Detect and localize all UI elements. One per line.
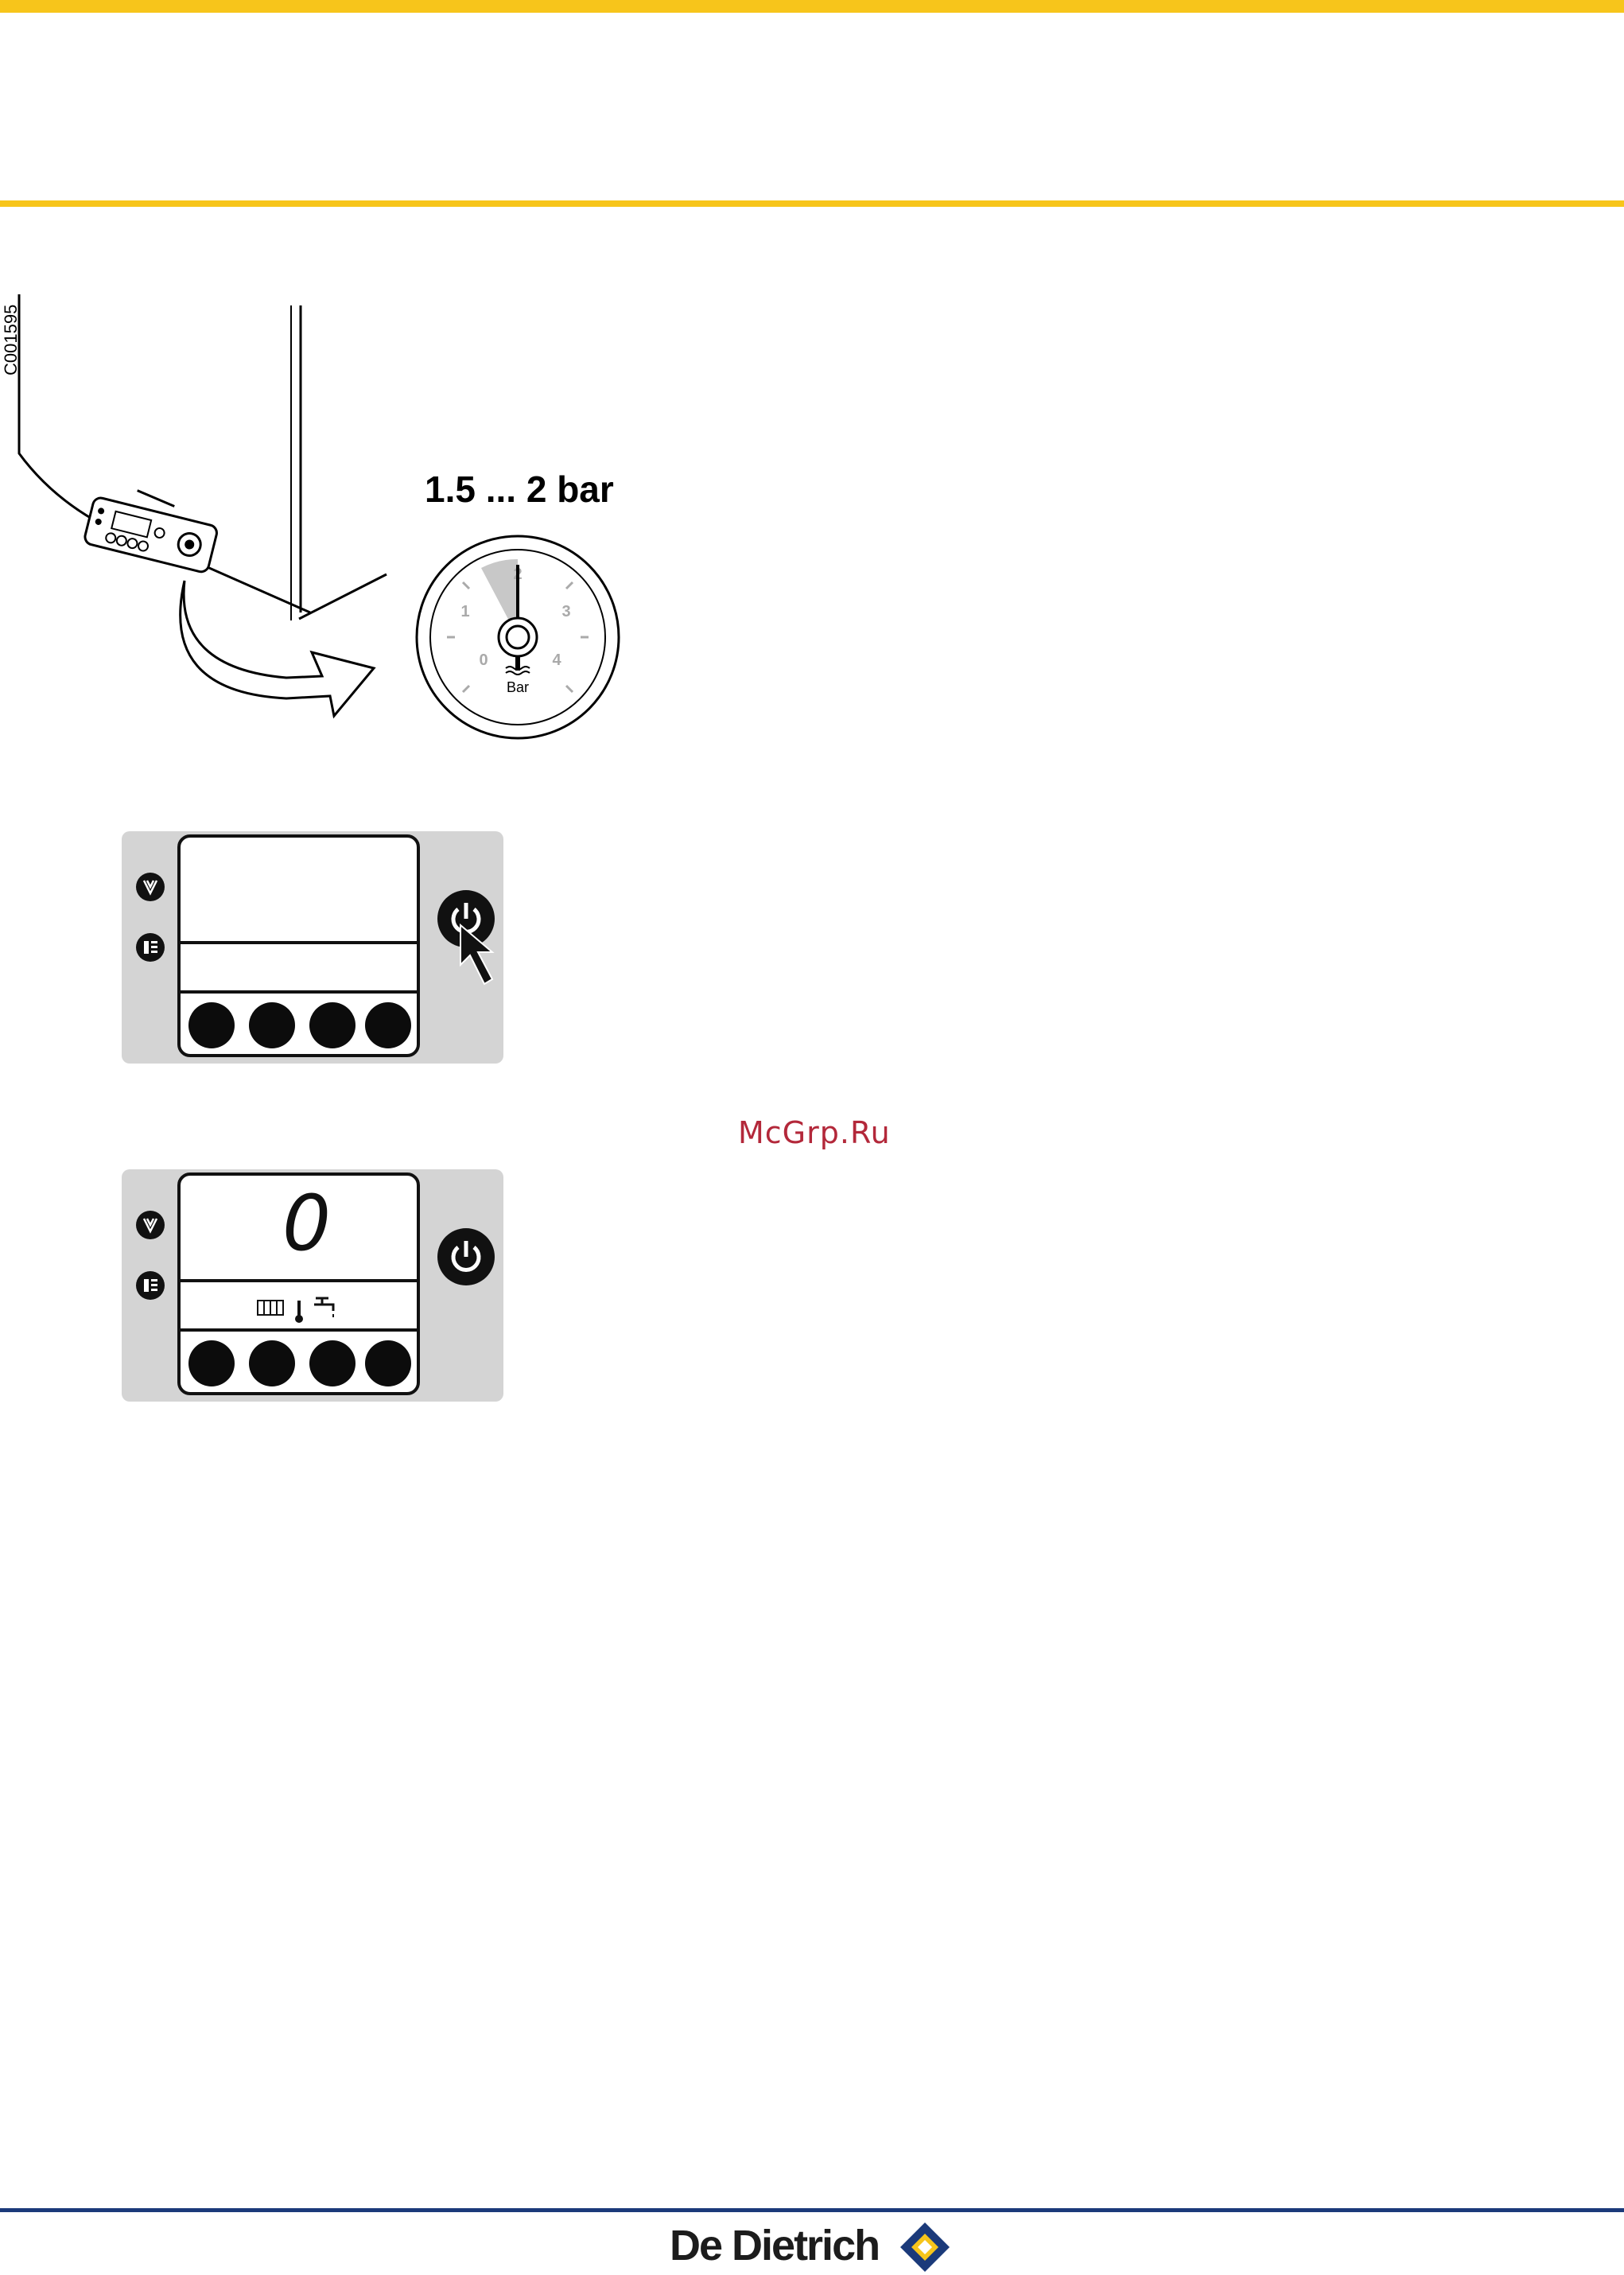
info-icon[interactable] [136, 933, 165, 962]
watermark-text: McGrp.Ru [738, 1115, 891, 1150]
info-icon[interactable] [136, 1271, 165, 1300]
knob-row [181, 1328, 417, 1395]
menu-button-2[interactable] [249, 1340, 295, 1386]
pressure-range-label: 1.5 ... 2 bar [425, 468, 614, 511]
cursor-pointer-icon [456, 920, 511, 992]
display-screen [177, 834, 420, 1057]
brand-name: De Dietrich [670, 2221, 879, 2270]
gauge-label-0: 0 [479, 651, 488, 669]
menu-button-3[interactable] [309, 1340, 355, 1386]
service-icon[interactable] [136, 1211, 165, 1239]
header-bottom-bar [0, 200, 1624, 207]
control-panel-on: 0 [122, 1169, 503, 1402]
menu-button-1[interactable] [188, 1340, 235, 1386]
boiler-illustration [0, 294, 398, 740]
display-divider [181, 941, 417, 944]
thermometer-icon [293, 1300, 305, 1324]
header-top-bar [0, 0, 1624, 13]
gauge-label-3: 3 [561, 603, 570, 620]
menu-button-3[interactable] [309, 1002, 355, 1048]
display-divider [181, 1279, 417, 1282]
menu-button-4[interactable] [365, 1340, 411, 1386]
gauge-label-1: 1 [460, 603, 469, 620]
menu-button-1[interactable] [188, 1002, 235, 1048]
gauge-unit-label: Bar [507, 679, 529, 695]
power-button[interactable] [437, 1228, 495, 1285]
menu-button-2[interactable] [249, 1002, 295, 1048]
service-icon[interactable] [136, 873, 165, 901]
status-icon-row [257, 1295, 352, 1324]
pressure-gauge: 0 1 2 3 4 Bar [414, 533, 622, 741]
display-screen: 0 [177, 1172, 420, 1395]
knob-row [181, 990, 417, 1057]
footer-line [0, 2208, 1624, 2212]
display-value: 0 [282, 1176, 331, 1271]
menu-button-4[interactable] [365, 1002, 411, 1048]
radiator-icon [257, 1300, 284, 1316]
brand-logo-icon [897, 2219, 953, 2275]
gauge-label-4: 4 [552, 651, 561, 669]
control-panel-off [122, 831, 503, 1064]
tap-icon [313, 1295, 341, 1319]
